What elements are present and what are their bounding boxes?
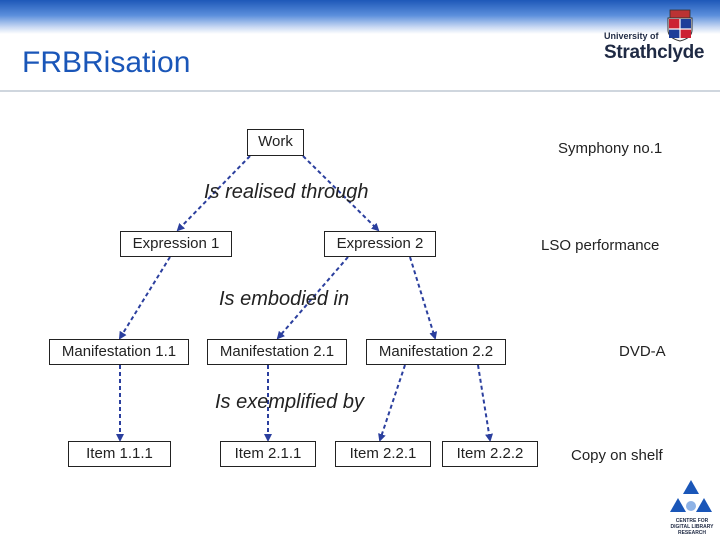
top-gradient-bar	[0, 0, 720, 34]
node-manifestation-2-2: Manifestation 2.2	[366, 339, 506, 365]
relation-embodied-in: Is embodied in	[219, 288, 350, 310]
link-manifestation2-2-item2-2-1	[378, 364, 406, 442]
node-work: Work	[247, 129, 304, 156]
example-expression: LSO performance	[541, 237, 660, 254]
relation-realised-through: Is realised through	[204, 181, 369, 203]
logo-strathclyde: Strathclyde	[604, 42, 705, 63]
cdlr-logo-text: CENTRE FOR DIGITAL LIBRARY RESEARCH	[670, 518, 714, 536]
node-manifestation-1-1: Manifestation 1.1	[49, 339, 189, 365]
node-expression-2: Expression 2	[324, 231, 436, 257]
link-expression2-manifestation2-1	[276, 256, 349, 340]
example-manifestation: DVD-A	[619, 343, 666, 360]
link-manifestation2-2-item2-2-2	[477, 364, 494, 442]
link-work-expression1	[176, 155, 251, 232]
page-title: FRBRisation	[22, 46, 191, 79]
node-item-2-2-1: Item 2.2.1	[335, 441, 431, 467]
node-item-2-2-2: Item 2.2.2	[442, 441, 538, 467]
link-expression1-manifestation1-1	[118, 256, 171, 340]
example-item: Copy on shelf	[571, 447, 663, 464]
link-work-expression2	[302, 155, 380, 232]
cdlr-logo-icon	[670, 480, 712, 512]
node-item-2-1-1: Item 2.1.1	[220, 441, 316, 467]
university-crest-icon	[667, 9, 693, 42]
node-item-1-1-1: Item 1.1.1	[68, 441, 171, 467]
node-expression-1: Expression 1	[120, 231, 232, 257]
logo-university-of: University of	[604, 31, 659, 41]
header-divider	[0, 90, 720, 92]
example-work: Symphony no.1	[558, 140, 663, 157]
node-manifestation-2-1: Manifestation 2.1	[207, 339, 347, 365]
relation-exemplified-by: Is exemplified by	[215, 391, 364, 413]
link-expression2-manifestation2-2	[409, 256, 438, 340]
